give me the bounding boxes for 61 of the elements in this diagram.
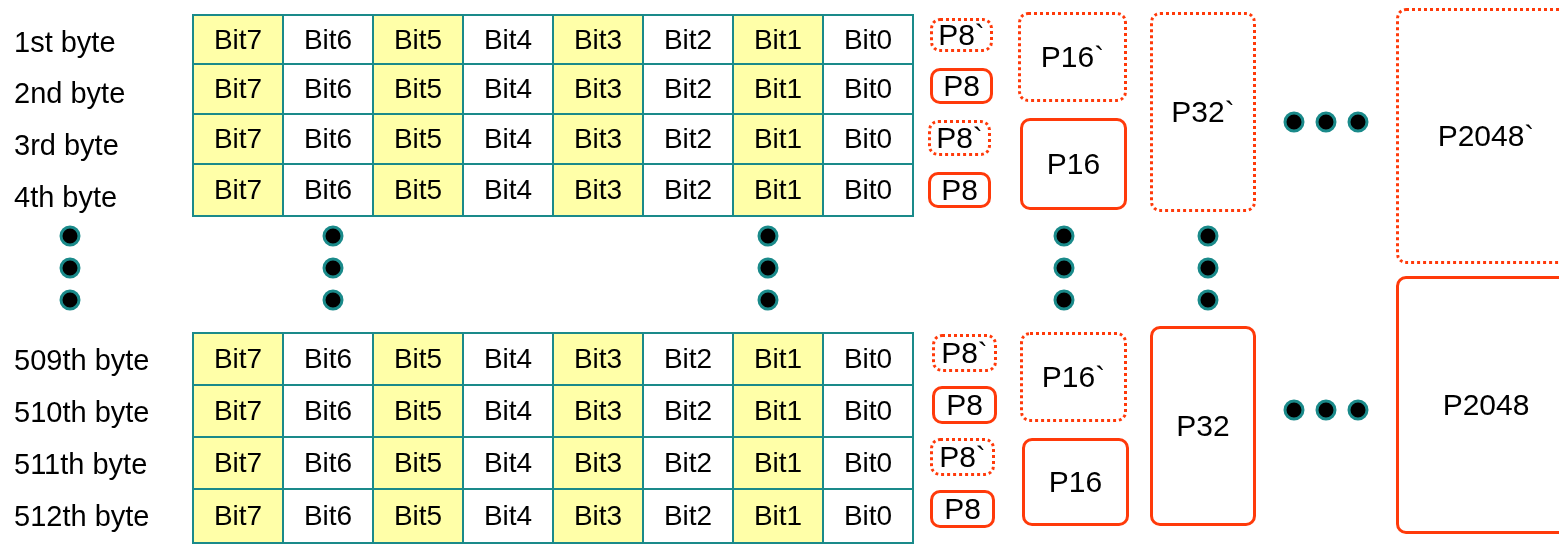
parity-box: P2048` — [1396, 8, 1559, 264]
bit-cell: Bit3 — [552, 14, 644, 66]
parity-box: P8` — [930, 18, 993, 52]
parity-box: P8 — [932, 386, 997, 424]
parity-box: P16` — [1020, 332, 1127, 422]
bit-cell: Bit7 — [192, 163, 284, 217]
row-label: 4th byte — [14, 183, 118, 212]
bit-cell: Bit7 — [192, 436, 284, 490]
bit-cell: Bit1 — [732, 14, 824, 66]
parity-box: P8 — [930, 490, 995, 528]
bit-cell: Bit5 — [372, 14, 464, 66]
bit-cell: Bit0 — [822, 488, 914, 544]
bit-cell: Bit3 — [552, 332, 644, 386]
bit-cell: Bit3 — [552, 63, 644, 115]
bit-cell: Bit5 — [372, 384, 464, 438]
bit-cell: Bit5 — [372, 113, 464, 165]
bit-cell: Bit1 — [732, 488, 824, 544]
bit-cell: Bit0 — [822, 14, 914, 66]
bit-cell: Bit1 — [732, 63, 824, 115]
bit-cell: Bit7 — [192, 488, 284, 544]
bit-cell: Bit1 — [732, 436, 824, 490]
parity-box: P8 — [930, 68, 993, 104]
bit-cell: Bit3 — [552, 384, 644, 438]
row-label: 1st byte — [14, 28, 116, 57]
row-label: 512th byte — [14, 502, 150, 531]
bit-cell: Bit1 — [732, 113, 824, 165]
bit-cell: Bit5 — [372, 332, 464, 386]
bit-cell: Bit0 — [822, 63, 914, 115]
bit-cell: Bit3 — [552, 488, 644, 544]
bit-cell: Bit1 — [732, 384, 824, 438]
parity-box: P16 — [1020, 118, 1127, 210]
parity-box: P16` — [1018, 12, 1127, 102]
bit-cell: Bit3 — [552, 113, 644, 165]
row-label: 2nd byte — [14, 79, 126, 108]
row-label: 510th byte — [14, 398, 150, 427]
parity-box: P2048 — [1396, 276, 1559, 534]
bit-cell: Bit5 — [372, 63, 464, 115]
bit-cell: Bit3 — [552, 436, 644, 490]
bit-cell: Bit0 — [822, 332, 914, 386]
bit-cell: Bit0 — [822, 163, 914, 217]
bit-cell: Bit5 — [372, 436, 464, 490]
row-label: 3rd byte — [14, 131, 119, 160]
bit-cell: Bit7 — [192, 113, 284, 165]
parity-box: P16 — [1022, 438, 1129, 526]
bit-cell: Bit1 — [732, 332, 824, 386]
bit-cell: Bit7 — [192, 384, 284, 438]
parity-box: P8` — [932, 334, 997, 372]
row-label: 511th byte — [14, 450, 148, 479]
bit-cell: Bit7 — [192, 63, 284, 115]
bit-cell: Bit7 — [192, 14, 284, 66]
parity-box: P32` — [1150, 12, 1256, 212]
bit-cell: Bit5 — [372, 488, 464, 544]
parity-box: P8` — [928, 120, 991, 156]
parity-box: P8 — [928, 172, 991, 208]
bit-cell: Bit1 — [732, 163, 824, 217]
bit-cell: Bit3 — [552, 163, 644, 217]
bit-cell: Bit5 — [372, 163, 464, 217]
parity-box: P32 — [1150, 326, 1256, 526]
parity-box: P8` — [930, 438, 995, 476]
row-label: 509th byte — [14, 346, 150, 375]
bit-cell: Bit7 — [192, 332, 284, 386]
